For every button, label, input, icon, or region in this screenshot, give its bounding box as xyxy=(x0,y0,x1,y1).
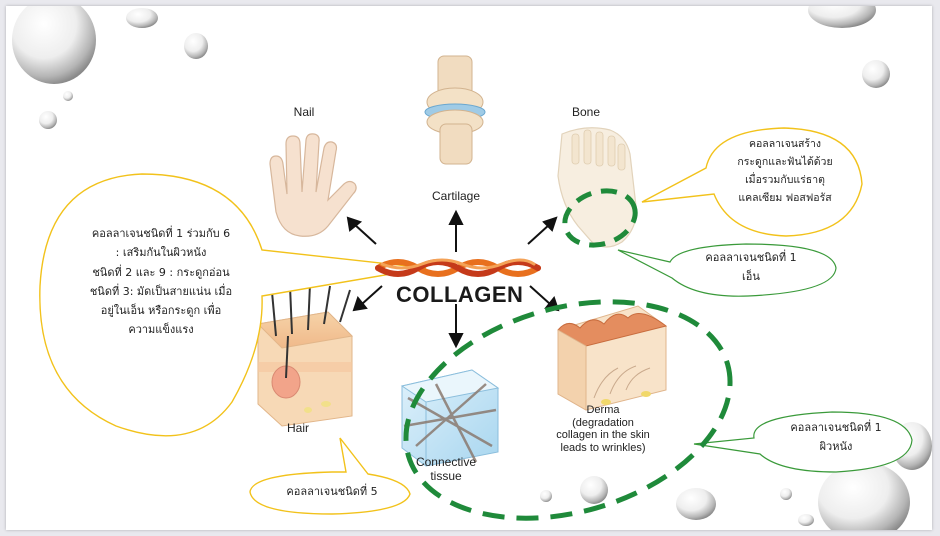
callout-left-bubble xyxy=(39,173,427,437)
collagen-title: COLLAGEN xyxy=(396,282,524,307)
water-drop-icon xyxy=(780,488,792,500)
diagram-canvas xyxy=(12,6,932,530)
callout-tendon-text: คอลลาเจนชนิดที่ 1 เอ็น xyxy=(705,251,797,284)
callout-bone-text: คอลลาเจนสร้าง กระดูกและฟันได้ด้วย เมื่อร… xyxy=(737,138,833,204)
collagen-braid-icon xyxy=(375,258,541,277)
water-drop-icon xyxy=(580,476,608,504)
water-drops xyxy=(12,6,932,530)
node-label-hair: Hair xyxy=(286,421,309,435)
callout-type5-text: คอลลาเจนชนิดที่ 5 xyxy=(286,485,378,498)
water-drop-icon xyxy=(808,6,876,28)
node-label-cartilage: Cartilage xyxy=(431,189,481,203)
connective-tissue-icon xyxy=(400,369,500,467)
water-drop-icon xyxy=(798,514,814,526)
node-label-derma: Derma (degradation collagen in the skin … xyxy=(556,404,650,454)
water-drop-icon xyxy=(862,60,890,88)
diagram-arrows xyxy=(346,209,560,349)
knee-joint-icon xyxy=(424,55,486,165)
callout-bone-bubble xyxy=(641,127,863,237)
hand-icon xyxy=(269,133,357,237)
callout-tendon-bubble xyxy=(617,243,837,297)
callout-left-text: คอลลาเจนชนิดที่ 1 ร่วมกับ 6 : เสริมกันใน… xyxy=(89,227,233,337)
derma-skin-icon xyxy=(557,305,668,411)
callout-skin-text: คอลลาเจนชนิดที่ 1 ผิวหนัง xyxy=(790,421,882,454)
node-label-nail: Nail xyxy=(293,105,315,119)
water-drop-icon xyxy=(63,91,73,101)
water-drop-icon xyxy=(184,33,208,59)
hair-skin-icon xyxy=(256,283,354,427)
node-label-connective: Connective tissue xyxy=(415,455,477,483)
slide: Nail Cartilage Bone Hair Connective tiss… xyxy=(6,6,932,530)
water-drop-icon xyxy=(126,8,158,28)
skin-highlight-ring xyxy=(403,299,733,521)
water-drop-icon xyxy=(12,6,96,84)
foot-bones-icon xyxy=(557,127,637,248)
water-drop-icon xyxy=(818,462,910,530)
callout-skin-bubble xyxy=(693,411,913,473)
bone-highlight-ring xyxy=(562,188,638,248)
water-drop-icon xyxy=(676,488,716,520)
callout-type5-bubble xyxy=(249,437,411,515)
node-label-bone: Bone xyxy=(571,105,601,119)
water-drop-icon xyxy=(540,490,552,502)
water-drop-icon xyxy=(39,111,57,129)
